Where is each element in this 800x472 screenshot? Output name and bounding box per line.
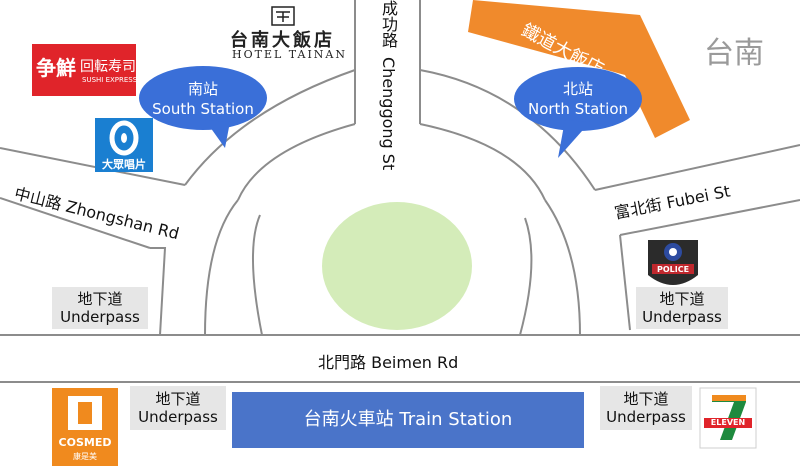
ring-outer-left <box>184 69 356 186</box>
hotel-tainan-english: HOTEL TAINAN <box>232 48 347 61</box>
road-beimen-english: Beimen Rd <box>371 353 459 372</box>
road-chenggong-chinese: 成功路 <box>379 0 398 48</box>
railway-hotel-strip <box>468 0 690 138</box>
road-zhongshan-lower <box>0 197 151 249</box>
train-station-block: 台南火車站 Train Station <box>232 392 584 448</box>
underpass-right-lower-english: Underpass <box>606 408 686 426</box>
sushi-logo-chars: 争鮮 <box>36 56 76 80</box>
hotel-tainan-chinese: 台南大飯店 <box>230 30 335 51</box>
north-station-chinese: 北站 <box>562 80 593 98</box>
underpass-right-upper-english: Underpass <box>642 308 722 326</box>
south-station-text: 南站 South Station <box>139 79 267 119</box>
road-chenggong-label: 成功路 Chenggong St <box>378 0 400 170</box>
records-logo <box>95 118 153 172</box>
underpass-right-lower: 地下道 Underpass <box>600 386 692 430</box>
underpass-right-lower-chinese: 地下道 <box>623 390 669 408</box>
sushi-sub: SUSHI EXPRESS <box>82 76 138 84</box>
south-station-chinese: 南站 <box>187 80 218 98</box>
underpass-left-upper-chinese: 地下道 <box>77 290 123 308</box>
records-name: 大眾唱片 <box>102 158 146 171</box>
cosmed-name: COSMED <box>58 436 112 449</box>
road-fubei-lower <box>619 199 800 236</box>
cosmed-logo <box>52 388 118 466</box>
road-zhongshan-upper <box>0 147 186 186</box>
underpass-left-lower-chinese: 地下道 <box>155 390 201 408</box>
road-beimen-chinese: 北門路 <box>318 353 367 372</box>
underpass-left-lower: 地下道 Underpass <box>130 386 226 430</box>
hotel-tainan-logo <box>271 6 295 26</box>
ring-inner-left <box>237 123 356 201</box>
police-label: POLICE <box>656 265 690 274</box>
cosmed-chinese: 康是美 <box>73 452 97 461</box>
police-badge <box>648 240 698 285</box>
underpass-left-lower-english: Underpass <box>138 408 218 426</box>
sushi-name: 回転寿司 <box>80 59 136 75</box>
underpass-left-upper: 地下道 Underpass <box>52 287 148 329</box>
underpass-left-upper-english: Underpass <box>60 308 140 326</box>
road-chenggong-english: Chenggong St <box>379 57 398 171</box>
ring-inner-right <box>419 123 546 201</box>
seven-eleven-name: ELEVEN <box>710 418 746 427</box>
seven-eleven-logo <box>699 387 757 449</box>
south-station-bubble <box>139 66 267 148</box>
train-station-label: 台南火車站 Train Station <box>303 409 513 430</box>
sushi-express-logo <box>32 44 136 96</box>
underpass-right-upper-chinese: 地下道 <box>659 290 705 308</box>
north-station-bubble <box>514 67 642 158</box>
road-beimen-label: 北門路 Beimen Rd <box>318 349 458 373</box>
south-station-english: South Station <box>152 100 254 118</box>
north-station-text: 北站 North Station <box>514 79 642 119</box>
roundabout <box>322 202 472 330</box>
city-label: 台南 <box>704 36 764 71</box>
north-station-english: North Station <box>527 100 629 118</box>
underpass-right-upper: 地下道 Underpass <box>636 287 728 329</box>
road-fubei-upper <box>594 144 800 191</box>
